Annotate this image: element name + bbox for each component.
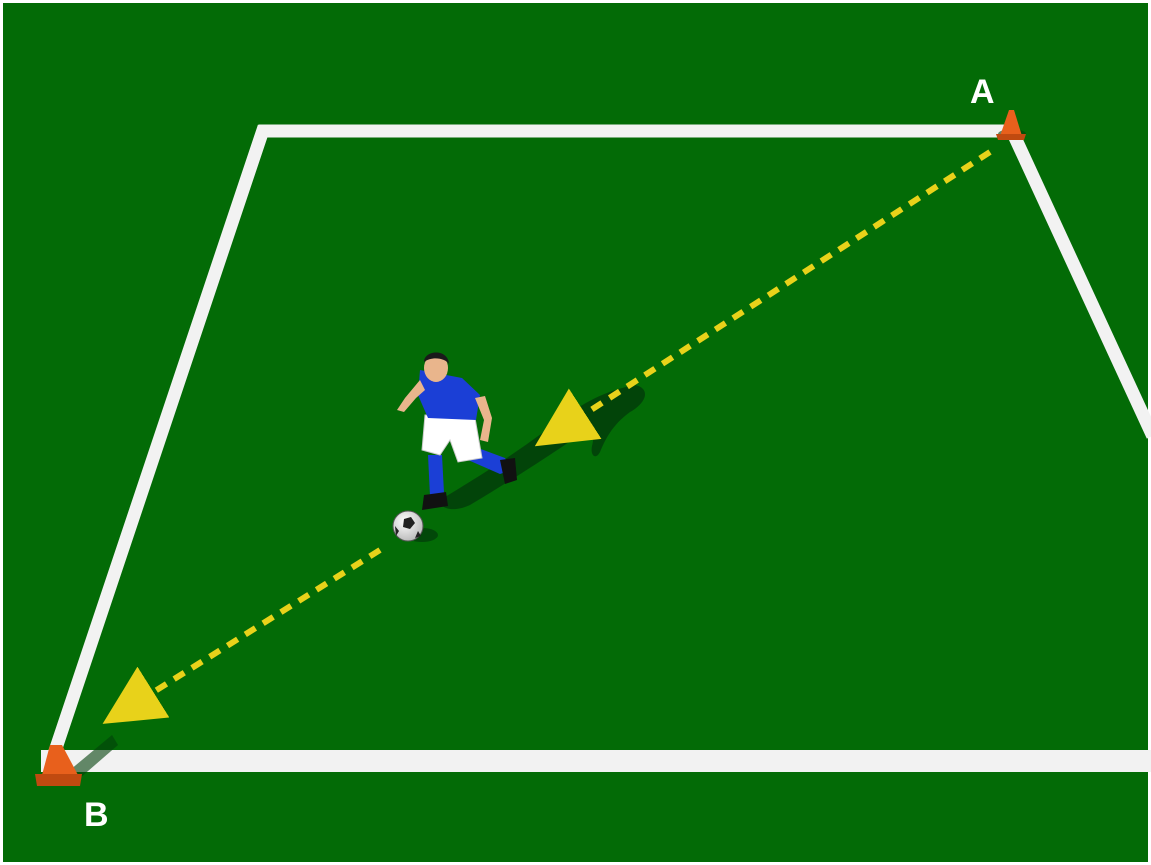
cone-a-label: A xyxy=(970,73,995,111)
player-front-sock xyxy=(428,455,444,496)
cone-b-label: B xyxy=(84,796,109,834)
cone-b-base xyxy=(35,774,82,786)
cone-a-base xyxy=(996,134,1026,140)
